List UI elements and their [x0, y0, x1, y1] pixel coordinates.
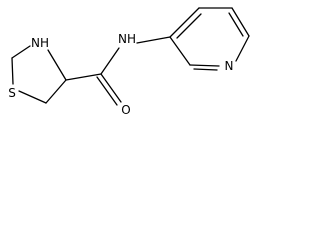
- chemical-structure: S NH NH O N: [8, 7, 250, 116]
- atom-oxygen: O: [121, 103, 130, 116]
- bond-nh-c2: [11, 45, 31, 59]
- bond-py-c2-n-inner: [193, 68, 218, 71]
- bond-py-n-c6: [235, 35, 250, 62]
- bond-py-c4-c3-inner: [176, 13, 202, 39]
- bond-carbonyl-oxygen-a: [100, 73, 122, 103]
- bond-py-c2-n: [189, 64, 220, 67]
- atom-amide-nh: NH: [118, 32, 136, 46]
- atom-sulfur: S: [8, 86, 16, 100]
- bond-s-ch2-bottom: [18, 90, 47, 104]
- bond-py-c4-c3: [169, 7, 200, 38]
- bond-nh-pyridine: [136, 36, 171, 44]
- atom-pyridine-nitrogen: N: [225, 59, 234, 73]
- atom-ring-nh: NH: [31, 36, 49, 50]
- bond-carbonyl-oxygen-b: [96, 76, 118, 106]
- bond-c4-nh: [47, 49, 67, 81]
- bond-carbonyl-nh: [100, 47, 120, 75]
- bond-ch2-bottom-c4: [45, 79, 67, 104]
- bond-py-c5-c5-inner: [228, 12, 244, 37]
- bond-c2-s: [11, 57, 14, 85]
- bond-c4-carbonyl: [65, 73, 102, 81]
- bond-py-c6-c5: [231, 7, 250, 37]
- bond-py-c3-c2: [169, 36, 191, 66]
